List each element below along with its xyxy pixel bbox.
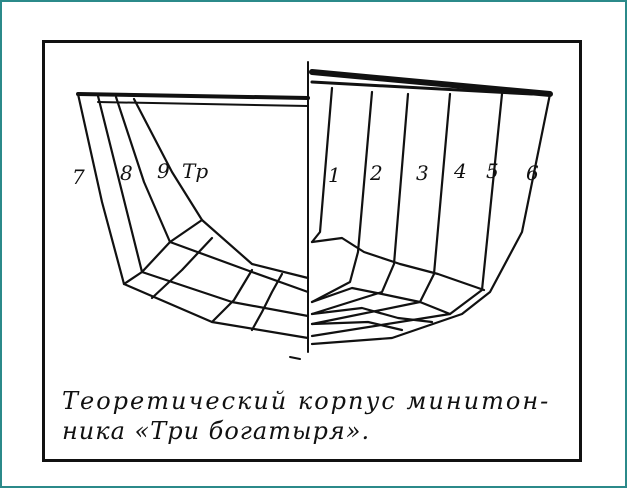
figure-frame <box>42 40 582 462</box>
station-label-1: 1 <box>328 163 341 187</box>
left-waterline-3 <box>210 268 254 324</box>
station-1-curve <box>310 86 334 244</box>
centerline-tick <box>289 356 301 360</box>
figure-caption: Теоретический корпус минитон- ника «Три … <box>62 386 572 446</box>
station-6-curve <box>310 92 552 346</box>
station-label-tr: Тр <box>182 159 208 183</box>
station-4-curve <box>310 92 452 326</box>
deck-line-left <box>76 92 310 100</box>
caption-line-1: Теоретический корпус минитон- <box>62 387 551 415</box>
left-waterline-2 <box>150 236 214 300</box>
station-label-3: 3 <box>416 161 429 185</box>
station-label-6: 6 <box>526 161 539 185</box>
station-label-5: 5 <box>486 159 499 183</box>
station-2-curve <box>310 90 374 304</box>
right-waterline-1 <box>310 236 486 292</box>
station-label-7: 7 <box>72 165 85 189</box>
station-label-9: 9 <box>157 159 170 183</box>
left-waterline-4 <box>250 272 284 332</box>
right-waterline-3 <box>310 306 434 324</box>
deck-line-left-2 <box>97 101 309 107</box>
station-label-4: 4 <box>453 159 467 183</box>
left-waterline-1 <box>122 218 204 286</box>
deck-line-right-2 <box>310 80 534 96</box>
deck-line-right <box>309 69 553 97</box>
caption-line-2: ника «Три богатыря». <box>62 417 371 445</box>
right-waterline-2 <box>310 286 452 316</box>
station-9-curve <box>114 95 310 294</box>
station-label-8: 8 <box>120 161 133 185</box>
right-waterline-4 <box>310 320 404 332</box>
station-3-curve <box>310 92 410 316</box>
station-label-2: 2 <box>369 161 383 185</box>
station-7-curve <box>76 92 310 340</box>
